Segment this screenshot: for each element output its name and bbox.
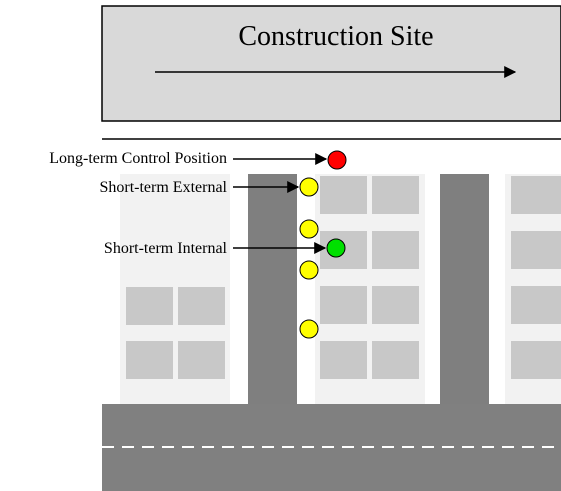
marker-short-internal-green bbox=[326, 238, 346, 258]
windows-right-block bbox=[511, 176, 561, 379]
marker-short-external-yellow bbox=[299, 177, 319, 197]
marker-yellow-3 bbox=[299, 260, 319, 280]
label-short-term-internal: Short-term Internal bbox=[104, 240, 228, 257]
marker-yellow-2 bbox=[299, 219, 319, 239]
windows-middle-block bbox=[320, 176, 419, 379]
dark-building-right bbox=[440, 174, 489, 406]
dark-building-left bbox=[248, 174, 297, 406]
label-long-term-control-position: Long-term Control Position bbox=[49, 150, 227, 167]
construction-site-panel bbox=[101, 5, 561, 122]
windows-left-block bbox=[126, 287, 225, 379]
label-short-term-external: Short-term External bbox=[99, 179, 227, 196]
site-title: Construction Site bbox=[238, 21, 433, 52]
marker-long-term-red bbox=[327, 150, 347, 170]
marker-yellow-4 bbox=[299, 319, 319, 339]
